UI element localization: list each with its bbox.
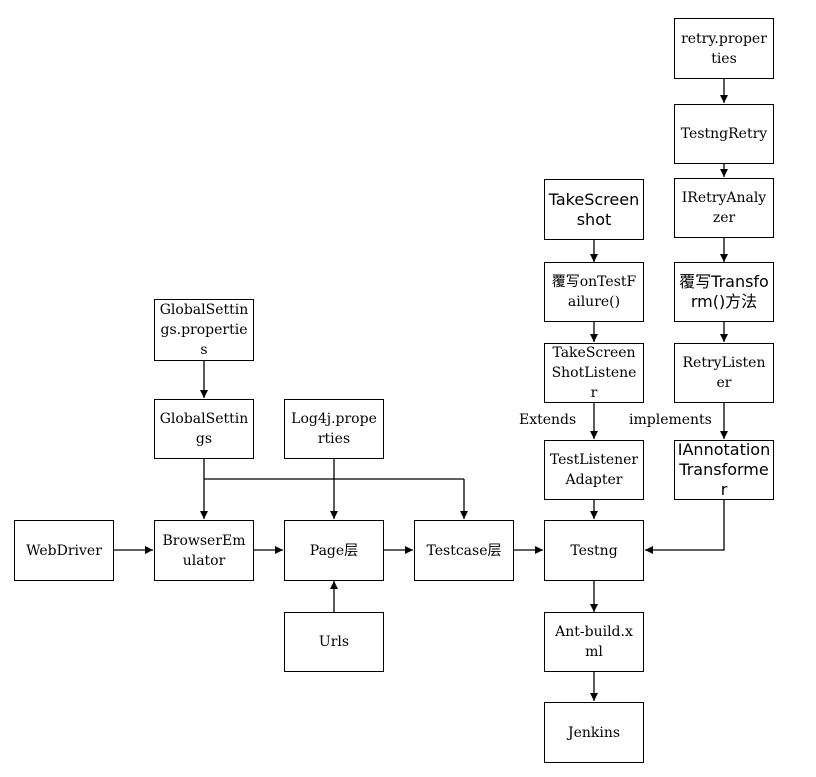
node-override-ontestfailure: 覆写onTestFailure() — [544, 262, 644, 322]
edge-label-extends: Extends — [519, 412, 577, 428]
node-iannotationtransformer: IAnnotationTransformer — [674, 440, 774, 500]
edge-iannotation-testng — [645, 500, 725, 554]
node-testlisteneradapter: TestListenerAdapter — [544, 440, 644, 500]
node-jenkins: Jenkins — [544, 702, 644, 763]
node-retry-properties: retry.properties — [674, 18, 774, 79]
node-urls: Urls — [284, 612, 384, 672]
node-iretryanalyzer: IRetryAnalyzer — [674, 178, 774, 238]
edge-label-implements: implements — [629, 412, 712, 428]
node-takescreenshotlistener: TakeScreenShotListener — [544, 343, 644, 403]
node-testcase-layer: Testcase层 — [414, 520, 514, 581]
node-takescreenshot: TakeScreenshot — [544, 179, 644, 240]
node-log4j-properties: Log4j.properties — [284, 399, 384, 459]
node-globalsettings-properties: GlobalSettings.properties — [154, 299, 254, 361]
node-ant-build: Ant-build.xml — [544, 612, 644, 672]
node-browseremulator: BrowserEmulator — [154, 520, 254, 581]
node-retrylistener: RetryListener — [674, 343, 774, 403]
node-testng: Testng — [544, 520, 644, 581]
node-override-transform: 覆写Transform()方法 — [674, 262, 774, 322]
node-webdriver: WebDriver — [14, 520, 114, 581]
node-testngretry: TestngRetry — [674, 104, 774, 164]
node-globalsettings: GlobalSettings — [154, 399, 254, 459]
node-page-layer: Page层 — [284, 520, 384, 581]
